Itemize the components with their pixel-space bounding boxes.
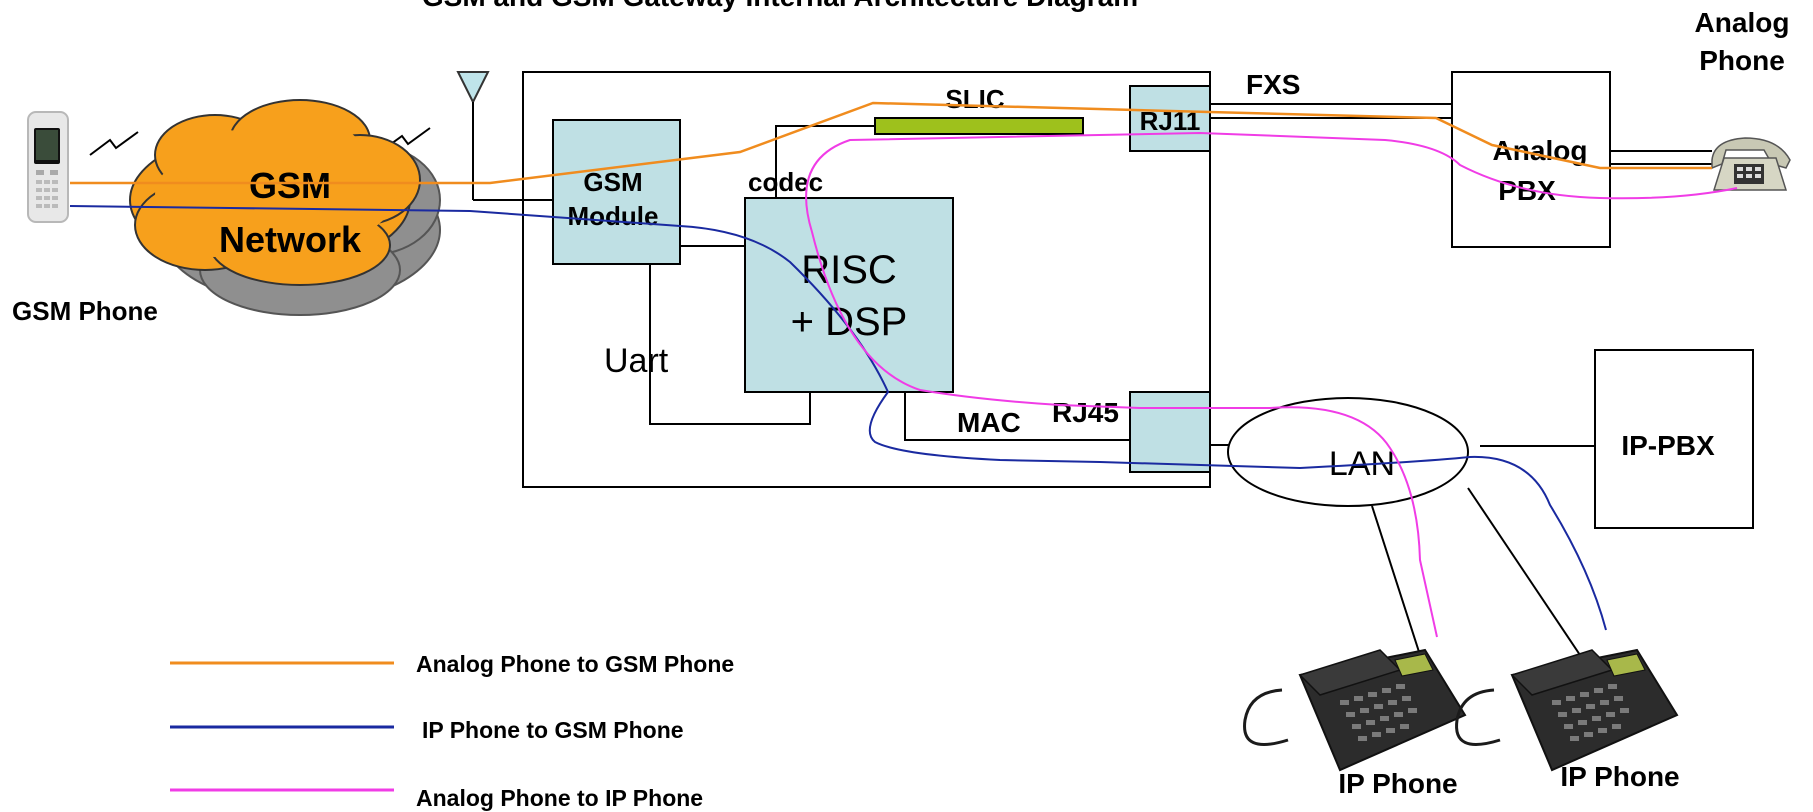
slic-component	[874, 117, 1084, 135]
legend-label-analog-to-ip: Analog Phone to IP Phone	[416, 785, 703, 811]
lan-ellipse	[1227, 397, 1469, 507]
path-analog-to-ip	[805, 131, 1738, 638]
gsm-module-box	[552, 119, 681, 265]
risc-dsp-box	[744, 197, 954, 393]
uart-label: Uart	[604, 342, 669, 380]
gsm-network-cloud	[129, 99, 441, 316]
slic-label: SLIC	[945, 84, 1004, 114]
legend-label-ip-to-gsm: IP Phone to GSM Phone	[422, 717, 684, 743]
analog-phone-label-line2: Phone	[1699, 45, 1785, 76]
fxs-label: FXS	[1246, 69, 1300, 100]
analog-phone-icon	[1711, 137, 1791, 191]
radio-wave-icon	[89, 131, 139, 156]
rj45-port	[1129, 391, 1211, 473]
ip-phone-icon	[1455, 648, 1679, 772]
path-ip-to-gsm	[69, 205, 1607, 631]
analog-pbx-label-line2: PBX	[1498, 175, 1556, 206]
ip-phone-icon	[1243, 648, 1467, 772]
legend-label-analog-to-gsm: Analog Phone to GSM Phone	[416, 651, 734, 677]
gsm-module-label-line2: Module	[568, 201, 659, 231]
rj11-port	[1129, 85, 1211, 152]
antenna-icon	[456, 71, 553, 201]
gsm-module-label-line1: GSM	[583, 167, 642, 197]
ip-phone-2-label: IP Phone	[1560, 761, 1679, 792]
gateway-enclosure	[522, 71, 1211, 488]
path-analog-to-gsm	[70, 101, 1712, 185]
analog-pbx-box	[1451, 71, 1611, 248]
analog-phone-label-line1: Analog	[1695, 7, 1790, 38]
gsm-phone-icon	[27, 111, 69, 223]
ip-phone-1-label: IP Phone	[1338, 768, 1457, 799]
diagram-title: GSM and GSM Gateway Internal Architectur…	[422, 0, 1138, 12]
mac-label: MAC	[957, 407, 1021, 438]
risc-dsp-label-line2: + DSP	[791, 300, 908, 344]
gsm-network-label-line1: GSM	[249, 165, 331, 206]
gsm-network-label-line2: Network	[219, 219, 362, 260]
rj45-label: RJ45	[1052, 397, 1119, 428]
ip-pbx-label: IP-PBX	[1621, 430, 1715, 461]
legend: Analog Phone to GSM Phone IP Phone to GS…	[170, 651, 734, 811]
gsm-phone-label: GSM Phone	[12, 296, 158, 326]
risc-dsp-label-line1: RISC	[801, 248, 897, 292]
ip-pbx-box	[1594, 349, 1754, 529]
